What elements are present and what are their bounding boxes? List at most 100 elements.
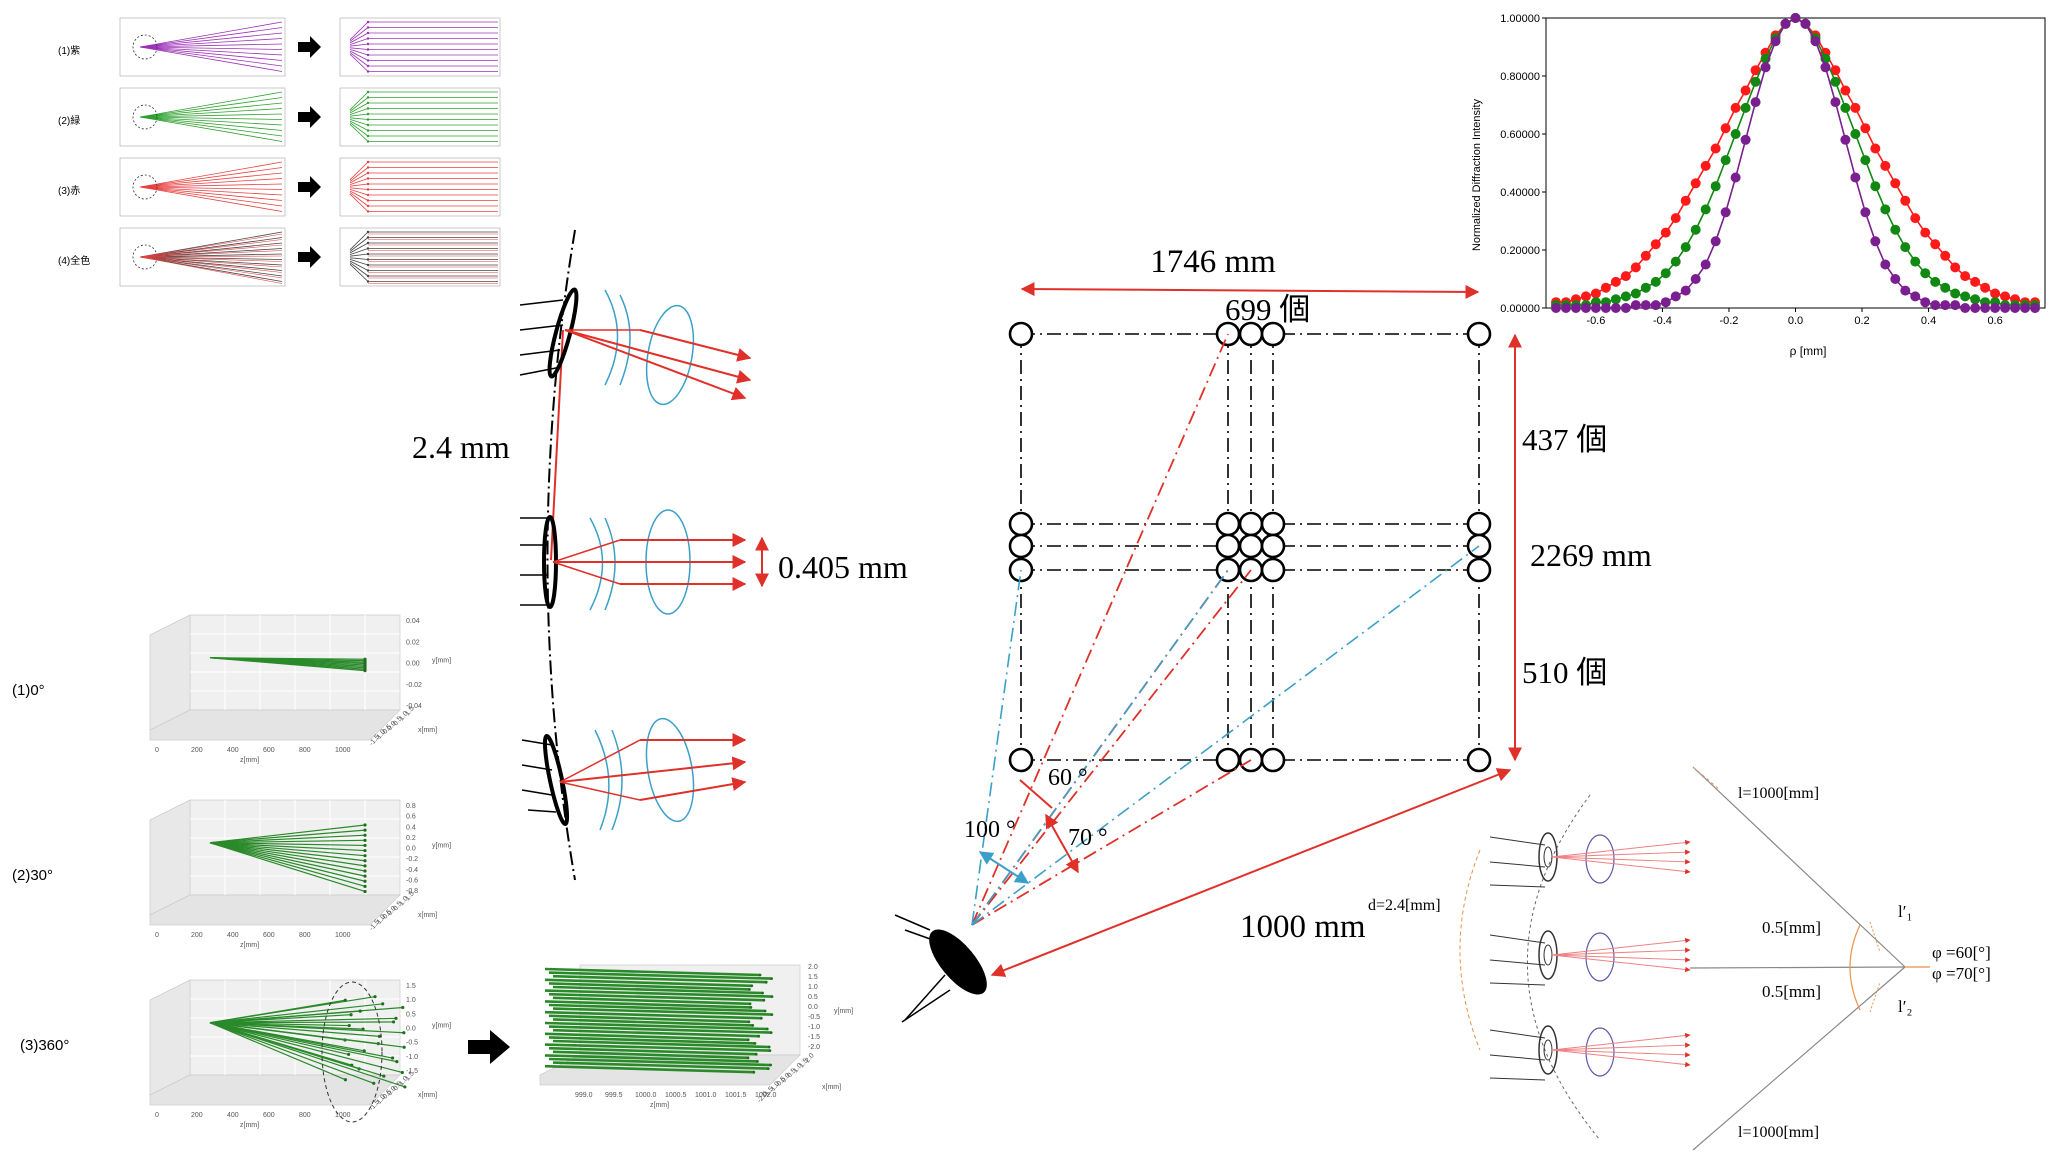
spectral-ray	[139, 244, 283, 258]
half-lower-label: 0.5[mm]	[1762, 982, 1821, 1001]
spectral-ray	[349, 190, 369, 201]
pixel-circle	[1008, 533, 1034, 559]
series-point	[1680, 195, 1691, 206]
series-point	[1630, 300, 1641, 311]
spectral-ray-point	[366, 107, 370, 110]
plot-tick-label: 1001.5	[725, 1092, 747, 1099]
series-point	[1860, 155, 1871, 166]
sketch-line	[1489, 836, 1546, 846]
series-point	[1740, 102, 1751, 113]
fan-ray	[209, 1022, 406, 1088]
fan-ray	[209, 842, 366, 847]
chart-y-tick-label: 0.60000	[1500, 129, 1540, 141]
sketch-ray	[1551, 849, 1691, 858]
fan-ray-end	[377, 1034, 382, 1038]
series-point	[1990, 288, 2001, 299]
spectral-ray	[139, 116, 283, 120]
spectral-ray-point	[366, 101, 370, 105]
plot-axis-label: z[mm]	[240, 942, 259, 949]
pixel-circle	[1466, 747, 1492, 773]
fan-ray	[544, 1043, 770, 1052]
series-point	[1660, 227, 1671, 238]
spectral-ray	[139, 178, 283, 188]
fan-ray-end	[748, 1002, 752, 1006]
spectral-ray	[349, 178, 369, 185]
spectral-ray	[139, 46, 283, 67]
pixel-circle	[1466, 557, 1492, 583]
fan-ray-end	[363, 889, 367, 894]
spectral-ray-point	[366, 182, 370, 186]
fan-ray	[209, 842, 366, 872]
spectral-ray	[139, 116, 283, 131]
fan-ray-end	[358, 1009, 362, 1013]
sketch-ray	[1551, 856, 1691, 865]
plot-tick-label: 0.6	[406, 814, 416, 821]
fan-ray-end	[349, 1013, 353, 1017]
fan-ray	[544, 1032, 749, 1042]
fan-ray-end	[391, 1020, 396, 1024]
series-point	[1650, 239, 1661, 250]
fan-ray	[209, 834, 366, 844]
series-point	[1640, 282, 1651, 293]
spectral-ray-point	[366, 112, 370, 116]
spectral-ray	[139, 239, 283, 258]
plot-tick-label: 0.5	[392, 1080, 404, 1092]
series-point	[1820, 62, 1831, 73]
sketch-ray	[1551, 937, 1691, 956]
series-point	[1950, 262, 1961, 273]
spectral-ray-point	[366, 193, 370, 197]
series-point	[1680, 285, 1691, 296]
series-point	[1960, 291, 1971, 302]
fan-ray-end	[768, 1049, 772, 1052]
optics-unit-top	[519, 287, 752, 406]
fan-ray	[209, 1022, 397, 1063]
plot-tick-label: 0.0	[386, 720, 398, 732]
upper-count: 437 個	[1522, 422, 1607, 457]
fan-ray	[544, 989, 773, 998]
spectral-ray-point	[366, 230, 370, 234]
plot-tick-label: 1002.0	[755, 1092, 777, 1099]
sketch-ray	[1551, 1042, 1691, 1051]
sketch-ray	[1551, 954, 1691, 973]
fan-ray-end	[402, 1045, 406, 1049]
focus-ellipse	[321, 981, 383, 1123]
spectral-ray	[349, 248, 369, 255]
fan-ray-end	[372, 1081, 376, 1085]
fan-ray-end	[395, 1060, 399, 1064]
arrow-icon	[298, 106, 321, 128]
series-point	[1620, 271, 1631, 282]
spectral-ray	[139, 256, 283, 277]
fan-ray	[552, 1028, 759, 1038]
fan-ray-end	[363, 848, 367, 853]
fan-ray	[544, 1064, 754, 1074]
fan-ray	[544, 978, 752, 988]
series-point	[1850, 102, 1861, 113]
plot-tick-label: -0.5	[406, 1040, 418, 1047]
spectral-ray	[139, 186, 283, 201]
top-l-label: l=1000[mm]	[1738, 785, 1819, 802]
chart-y-label: Normalized Diffraction Intensity	[1471, 98, 1483, 251]
spectral-ray	[139, 43, 283, 48]
plot-axis-label: x[mm]	[418, 912, 437, 919]
fan-ray	[209, 999, 346, 1024]
series-point	[1680, 242, 1691, 253]
fan-ray-end	[373, 995, 377, 999]
sketch-ray	[1551, 1049, 1691, 1068]
spectral-ray	[139, 242, 283, 258]
spectral-ray-point	[366, 258, 370, 261]
fan-ray-end	[749, 1006, 753, 1009]
fan-ray	[552, 996, 751, 1006]
series-point	[1890, 224, 1901, 235]
series-point	[1900, 285, 1911, 296]
series-point	[1900, 195, 1911, 206]
series-point	[1880, 204, 1891, 215]
spectral-ray-point	[366, 241, 370, 245]
series-point	[1690, 224, 1701, 235]
series-point	[1730, 129, 1741, 139]
plot-tick-label: 800	[299, 1112, 311, 1119]
series-point	[1960, 303, 1971, 313]
fan-ray-end	[363, 854, 367, 858]
diffraction-chart: ρ [mm] Normalized Diffraction Intensity …	[1471, 13, 2046, 358]
plot-axis-label: y[mm]	[432, 843, 451, 850]
series-point	[1870, 236, 1881, 247]
